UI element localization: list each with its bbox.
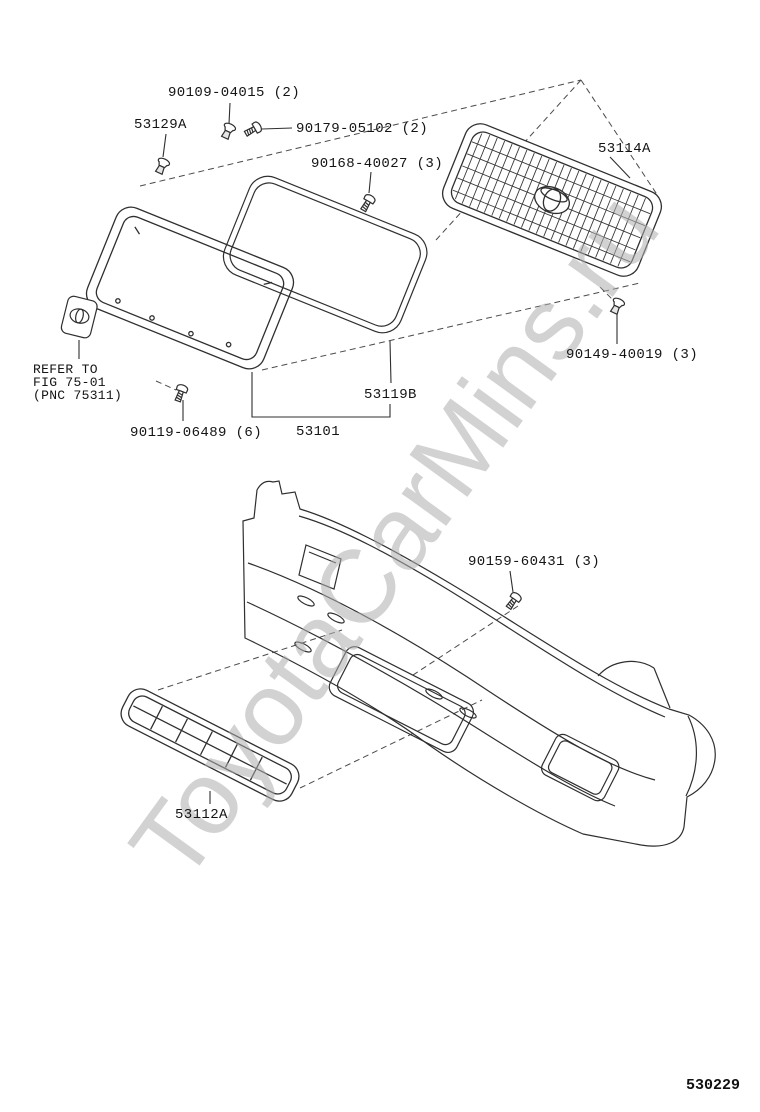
part-label-53114A: 53114A: [598, 141, 651, 157]
screw-icon-90179: [242, 120, 264, 140]
part-label-53119B: 53119B: [364, 387, 417, 403]
part-label-53112A: 53112A: [175, 807, 228, 823]
part-label-90149-40019: 90149-40019 (3): [566, 347, 699, 363]
refer-note-line3: (PNC 75311): [33, 388, 123, 403]
part-label-90179-05102: 90179-05102 (2): [296, 121, 429, 137]
part-label-53129A: 53129A: [134, 117, 187, 133]
clip-icon-90149: [607, 296, 627, 316]
grille-seal-53119B: [222, 175, 428, 334]
lower-grille-53112A: [120, 688, 300, 802]
part-label-90159-60431: 90159-60431 (3): [468, 554, 601, 570]
screw-icon-90119: [171, 382, 190, 404]
clip-icon-53129A: [152, 156, 172, 176]
front-bumper: [242, 480, 716, 847]
refer-note-line1: REFER TO: [33, 362, 98, 377]
clip-icon-90109: [218, 121, 238, 141]
construction-lines: [139, 79, 659, 789]
emblem-badge-icon: [60, 295, 98, 339]
refer-note-line2: FIG 75-01: [33, 375, 106, 390]
toyota-emblem-icon: [534, 185, 570, 215]
part-label-90109-04015: 90109-04015 (2): [168, 85, 301, 101]
part-label-53101: 53101: [296, 424, 341, 440]
part-label-90168-40027: 90168-40027 (3): [311, 156, 444, 172]
grille-assembly-53114A: [441, 123, 663, 277]
leader-lines: [78, 102, 631, 804]
grille-body-53101: [85, 206, 295, 370]
screw-icon-90168: [357, 192, 377, 214]
part-label-90119-06489: 90119-06489 (6): [130, 425, 263, 441]
diagram-code: 530229: [686, 1077, 741, 1094]
screw-icon-90159: [503, 590, 524, 612]
